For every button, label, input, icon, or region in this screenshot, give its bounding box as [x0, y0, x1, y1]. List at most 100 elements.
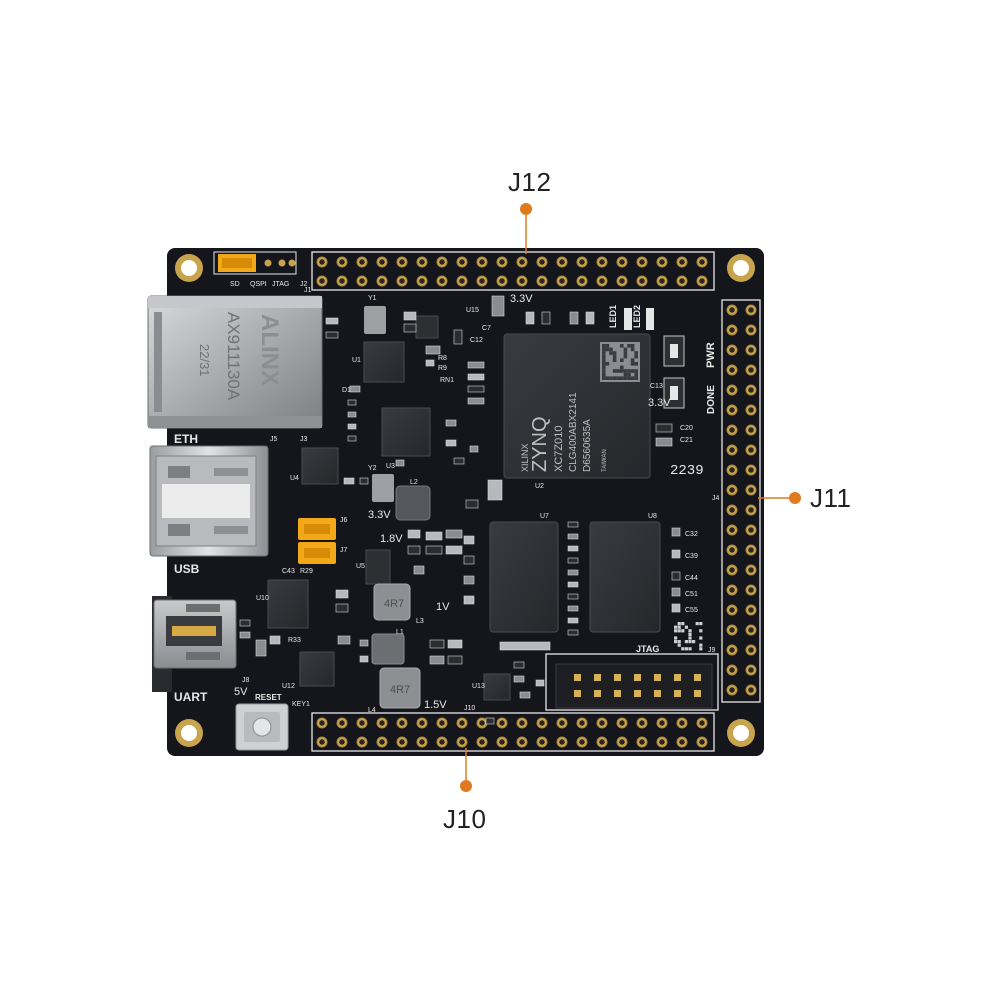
j12-callout-label: J12 — [508, 167, 552, 197]
u2-label: U2 — [535, 483, 544, 490]
j10-callout-label: J10 — [443, 804, 487, 834]
pwr-label: PWR — [705, 342, 717, 368]
c21-label: C21 — [680, 437, 693, 444]
u12-label: U12 — [282, 683, 295, 690]
j10-outline — [311, 712, 715, 752]
l2-label: L2 — [410, 479, 418, 486]
uart-label: UART — [174, 690, 208, 704]
power-jumpers — [298, 518, 336, 564]
j4-label: J4 — [712, 495, 720, 502]
usb-label: USB — [174, 562, 200, 576]
y2-label: Y2 — [368, 465, 377, 472]
ethernet-brand-text: ALINX — [256, 314, 283, 386]
ethernet-module-date: 22/31 — [197, 344, 212, 377]
u8-label: U8 — [648, 513, 657, 520]
u10-label: U10 — [256, 595, 269, 602]
voltage-3v3-top: 3.3V — [510, 293, 533, 305]
c7-label: C7 — [482, 325, 491, 332]
c32-label: C32 — [685, 531, 698, 538]
fpga-family: ZYNQ — [529, 416, 551, 472]
voltage-3v3-mid: 3.3V — [368, 509, 391, 521]
j5-label: J5 — [270, 436, 278, 443]
usb-port — [149, 445, 269, 557]
callout-j11 — [758, 492, 801, 504]
j11-outline — [721, 299, 761, 703]
u3-label: U3 — [386, 463, 395, 470]
fpga-part: XC7Z010 — [553, 426, 565, 472]
u4-label: U4 — [290, 475, 299, 482]
voltage-3v3-right: 3.3V — [648, 397, 671, 409]
r9-label: R9 — [438, 365, 447, 372]
fpga-code-2: D6560635A — [582, 419, 593, 472]
j9-label: J9 — [708, 647, 716, 654]
c43-label: C43 — [282, 568, 295, 575]
reset-label: RESET — [255, 693, 282, 702]
j12-outline — [311, 251, 715, 291]
voltage-1v5: 1.5V — [424, 699, 447, 711]
j1-label: J1 — [304, 287, 312, 294]
r8-label: R8 — [438, 355, 447, 362]
j7-label: J7 — [340, 547, 348, 554]
j6-label: J6 — [340, 517, 348, 524]
fpga-code-1: CLG400ABX2141 — [568, 392, 579, 472]
fpga-brand: XILINX — [520, 443, 530, 472]
c51-label: C51 — [685, 591, 698, 598]
l1-label: L1 — [396, 629, 404, 636]
callout-j12 — [520, 203, 532, 254]
callout-j10 — [460, 748, 472, 792]
date-code: 2239 — [670, 463, 704, 479]
inductor-text-2: 4R7 — [390, 684, 410, 696]
j3-label: J3 — [300, 436, 308, 443]
u15-label: U15 — [466, 307, 479, 314]
key1-label: KEY1 — [292, 701, 310, 708]
fpga-origin: TAIWAN — [602, 449, 608, 472]
d1-label: D1 — [342, 387, 351, 394]
zynq-fpga-chip: XILINX ZYNQ XC7Z010 CLG400ABX2141 D65606… — [503, 333, 651, 479]
u1-label: U1 — [352, 357, 361, 364]
inductors — [371, 485, 431, 709]
done-label: DONE — [706, 385, 717, 414]
reset-button — [235, 703, 289, 751]
5v-label: 5V — [234, 686, 248, 698]
l4-label: L4 — [368, 707, 376, 714]
j10-header-pins — [316, 717, 708, 748]
j11-header-pins — [726, 304, 757, 696]
r29-label: R29 — [300, 568, 313, 575]
rn1-label: RN1 — [440, 377, 454, 384]
u5-label: U5 — [356, 563, 365, 570]
r33-label: R33 — [288, 637, 301, 644]
ethernet-module-text: AX911130A — [224, 312, 243, 401]
eth-label: ETH — [174, 432, 198, 446]
voltage-1v: 1V — [436, 601, 450, 613]
led2-label: LED2 — [632, 305, 642, 328]
passive-components — [239, 295, 681, 725]
jtag-header — [545, 653, 719, 711]
status-leds — [624, 308, 685, 409]
c39-label: C39 — [685, 553, 698, 560]
c13-label: C13 — [650, 383, 663, 390]
y1-label: Y1 — [368, 295, 377, 302]
ddr-memory-chip-1 — [489, 521, 559, 633]
small-ics — [267, 315, 511, 701]
uart-mini-usb-port — [152, 596, 237, 692]
boot-mode-jumper: SD QSPI JTAG J2 — [213, 251, 308, 288]
c55-label: C55 — [685, 607, 698, 614]
qr-code — [672, 620, 704, 652]
jtag-label: JTAG — [636, 644, 659, 654]
j8-label: J8 — [242, 677, 250, 684]
j12-header-pins — [316, 256, 708, 287]
u7-label: U7 — [540, 513, 549, 520]
j10-silk-label: J10 — [464, 705, 475, 712]
u13-label: U13 — [472, 683, 485, 690]
crystal-y2 — [372, 474, 394, 502]
c20-label: C20 — [680, 425, 693, 432]
l3-label: L3 — [416, 618, 424, 625]
led1-label: LED1 — [608, 305, 618, 328]
boot-jtag-label: JTAG — [272, 281, 289, 288]
j11-callout-label: J11 — [810, 483, 852, 513]
boot-qspi-label: QSPI — [250, 281, 267, 288]
voltage-1v8: 1.8V — [380, 533, 403, 545]
c44-label: C44 — [685, 575, 698, 582]
